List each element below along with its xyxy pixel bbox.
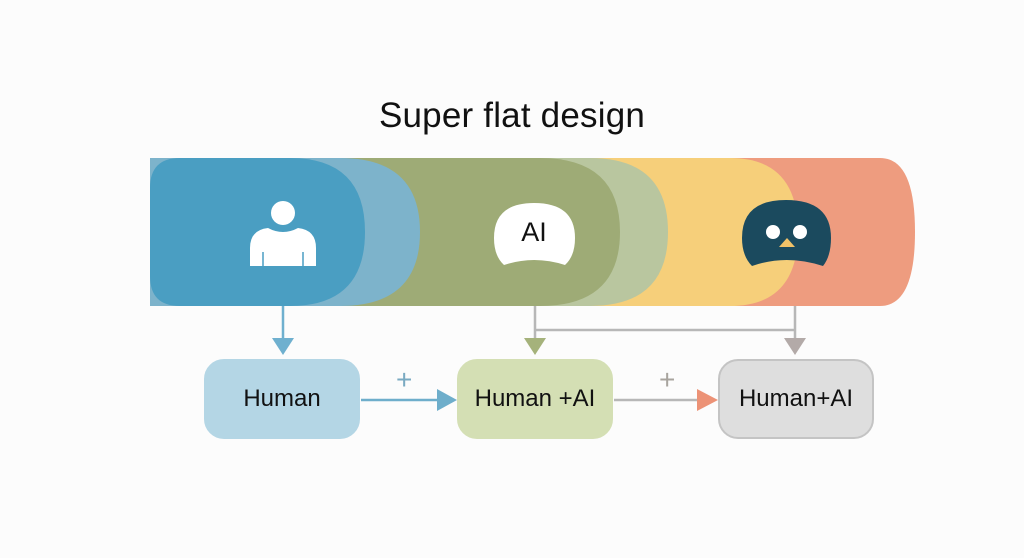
down-arrow-robot [784, 306, 806, 355]
human-ai-result-box[interactable]: Human+AI [718, 359, 874, 439]
ai-badge-label: AI [521, 216, 547, 247]
down-arrow-human [272, 306, 294, 355]
human-box-label: Human [243, 385, 321, 412]
human-ai-box[interactable]: Human +AI [457, 359, 613, 439]
arrow-humanai-to-humanai [614, 389, 718, 411]
robot-face-icon [742, 200, 831, 266]
arrow-human-to-humanai [361, 389, 457, 411]
plus-sign-1: + [396, 364, 413, 395]
plus-sign-2: + [659, 364, 676, 395]
person-icon [250, 201, 316, 266]
human-ai-result-box-label: Human+AI [738, 385, 854, 412]
ai-badge-icon [494, 203, 575, 265]
down-arrow-ai [524, 306, 546, 355]
human-box[interactable]: Human [204, 359, 360, 439]
diagram-title: Super flat design [378, 96, 646, 135]
human-ai-box-label: Human +AI [474, 385, 596, 412]
